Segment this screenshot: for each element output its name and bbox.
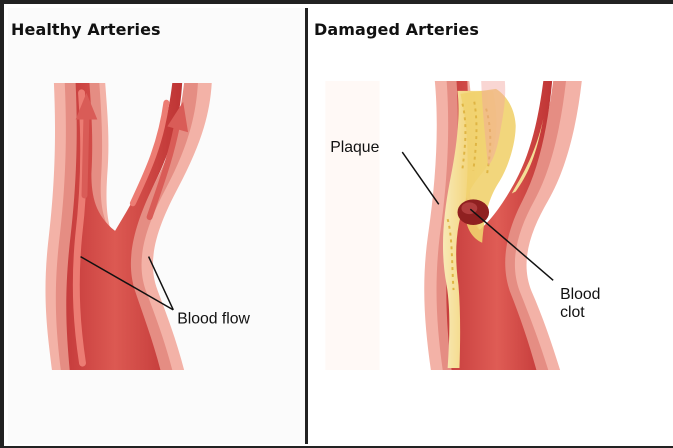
blood-clot-label-line-2: clot bbox=[560, 304, 585, 321]
blood-clot-label-line-1: Blood bbox=[560, 286, 600, 303]
healthy-arteries-panel: Healthy Arteries bbox=[8, 8, 308, 444]
background-shade bbox=[325, 81, 379, 370]
plaque-label: Plaque bbox=[330, 139, 379, 156]
healthy-artery-illustration: Blood flow bbox=[8, 8, 305, 444]
blood-flow-label: Blood flow bbox=[177, 311, 250, 328]
damaged-arteries-panel: Damaged Arteries bbox=[311, 8, 673, 444]
damaged-artery-illustration: Plaque Blood clot bbox=[311, 8, 673, 444]
